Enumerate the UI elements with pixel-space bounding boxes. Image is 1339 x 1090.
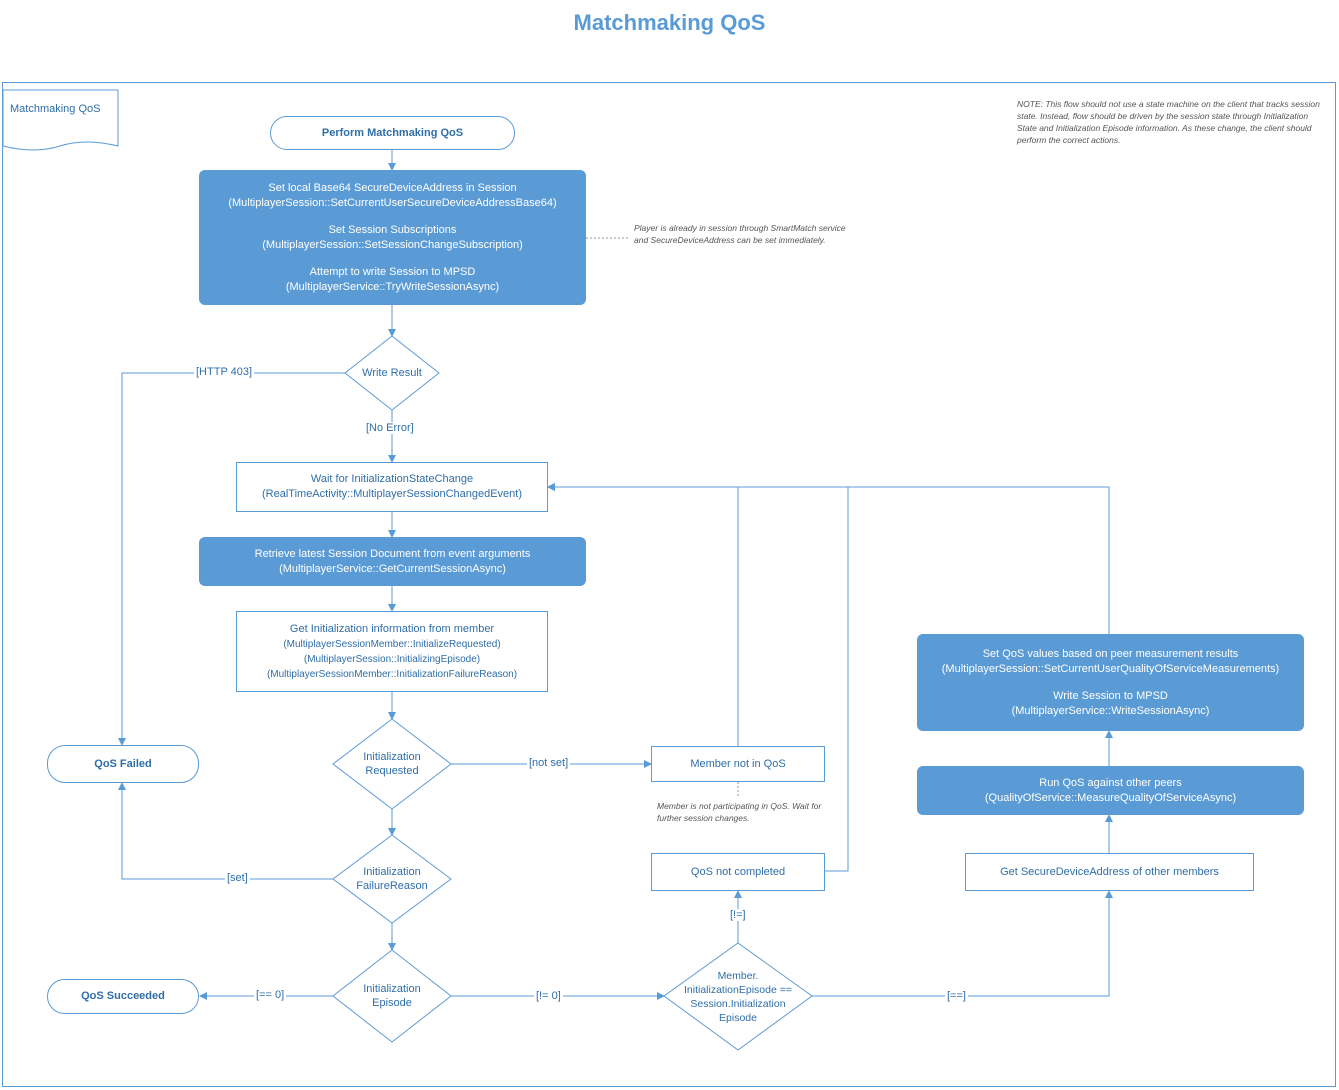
edge-writeresult-qosfailed [118,372,345,746]
set-local-line-6: (MultiplayerService::TryWriteSessionAsyn… [285,280,500,293]
get-init-line-2: (MultiplayerSessionMember::InitializeReq… [283,638,501,650]
diagram-title: Matchmaking QoS [573,10,766,35]
run-qos-box: Run QoS against other peers (QualityOfSe… [917,766,1304,815]
get-sda-box: Get SecureDeviceAddress of other members [965,853,1254,891]
get-init-line-3: (MultiplayerSession::InitializingEpisode… [303,653,481,665]
edge-label-http403: [HTTP 403] [194,366,255,378]
diamond-initialization-failure [332,834,452,924]
retrieve-line-2: (MultiplayerService::GetCurrentSessionAs… [279,562,506,575]
start-terminal: Perform Matchmaking QoS [270,116,515,150]
set-local-line-1: Set local Base64 SecureDeviceAddress in … [268,181,517,194]
diamond-member-episode [663,942,813,1051]
run-qos-line-1: Run QoS against other peers [1039,776,1182,789]
set-local-address-box: Set local Base64 SecureDeviceAddress in … [199,170,586,305]
wait-init-line-2: (RealTimeActivity::MultiplayerSessionCha… [261,488,523,500]
set-qos-line-1: Set QoS values based on peer measurement… [982,647,1239,660]
retrieve-line-1: Retrieve latest Session Document from ev… [254,547,531,560]
qos-failed-terminal: QoS Failed [47,745,199,783]
note-top: NOTE: This flow should not use a state m… [1017,99,1320,145]
set-qos-line-4: (MultiplayerService::WriteSessionAsync) [1011,704,1210,717]
tag-shape [2,89,119,151]
edge-membernotinqos-wait [547,483,739,746]
edge-label-eq0: [== 0] [254,989,287,1001]
get-init-line-1: Get Initialization information from memb… [289,622,495,635]
member-not-in-qos-box: Member not in QoS [651,746,825,782]
note-player: Player is already in session through Sma… [634,223,846,245]
qos-succeeded-terminal: QoS Succeeded [47,979,199,1014]
wait-init-line-1: Wait for InitializationStateChange [310,473,474,485]
set-qos-line-3: Write Session to MPSD [1053,689,1168,702]
tag-label: Matchmaking QoS [10,103,101,115]
diamond-initialization-episode [332,949,452,1043]
set-local-line-3: Set Session Subscriptions [328,223,457,236]
run-qos-line-2: (QualityOfService::MeasureQualityOfServi… [984,791,1237,804]
set-qos-line-2: (MultiplayerSession::SetCurrentUserQuali… [941,662,1280,675]
edge-setqos-wait [547,483,1110,634]
retrieve-session-box: Retrieve latest Session Document from ev… [199,537,586,586]
diamond-write-result [344,335,440,411]
edge-label-set: [set] [225,872,250,884]
edge-initfailure-qosfailed [118,782,333,880]
set-local-line-4: (MultiplayerSession::SetSessionChangeSub… [262,238,523,251]
wait-init-box: Wait for InitializationStateChange (Real… [236,462,548,512]
qos-not-completed-box: QoS not completed [651,853,825,891]
get-init-line-4: (MultiplayerSessionMember::Initializatio… [266,668,518,680]
diagram-frame [2,82,1336,1087]
edge-label-no-error: [No Error] [364,422,416,434]
note-member: Member is not participating in QoS. Wait… [657,801,822,823]
set-local-line-5: Attempt to write Session to MPSD [309,265,476,278]
edge-label-neq: [!=] [728,909,748,921]
diamond-initialization-requested [332,718,452,810]
edge-label-not-set: [not set] [527,757,571,769]
edge-memberepisode-getsda [812,890,1113,997]
edge-label-neq0: [!= 0] [534,990,563,1002]
set-local-line-2: (MultiplayerSession::SetCurrentUserSecur… [228,196,557,209]
get-init-info-box: Get Initialization information from memb… [236,611,548,692]
edge-label-eq: [==] [945,990,968,1002]
set-qos-values-box: Set QoS values based on peer measurement… [917,634,1304,731]
